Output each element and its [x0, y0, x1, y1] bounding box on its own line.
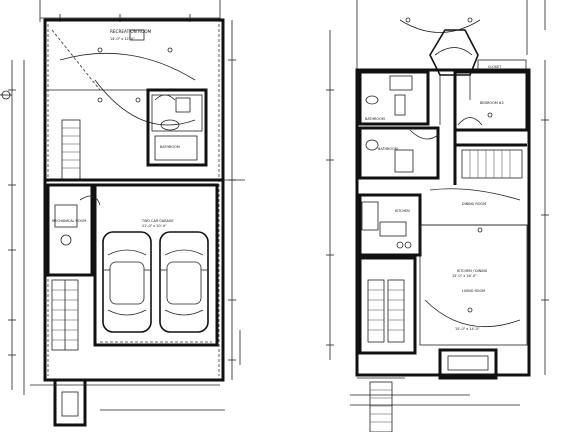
kitchen-dining-size: 15'-0" x 16'-0"	[452, 274, 477, 278]
recreation-room: RECREATION ROOM 14'-0" x 12'-0"	[45, 29, 196, 126]
upper-exterior-walls	[326, 30, 549, 377]
fireplace	[438, 348, 498, 380]
mechanical-room-label: MECHANICAL ROOM	[52, 219, 86, 223]
bathroom-a: BATHROOM	[358, 70, 430, 126]
living-room-size: 15'-0" x 14'-0"	[455, 327, 480, 331]
lower-bath-label: BATHROOM	[160, 145, 180, 149]
car-left	[102, 231, 152, 333]
lower-level-plan: RECREATION ROOM 14'-0" x 12'-0" BATHROOM	[0, 0, 245, 427]
upper-center-stair	[399, 17, 481, 125]
upper-right-stair	[453, 130, 527, 185]
living-room-label: LIVING ROOM	[462, 289, 485, 293]
car-right	[159, 231, 209, 333]
dining-room: DINING ROOM	[420, 188, 527, 233]
kitchen-label: KITCHEN	[395, 209, 410, 213]
garage-label: TWO CAR GARAGE	[141, 219, 174, 223]
dining-room-label: DINING ROOM	[462, 202, 486, 206]
lower-left-dimensions	[0, 60, 25, 395]
recreation-room-label: RECREATION ROOM	[110, 29, 152, 34]
upper-top-outline	[356, 0, 546, 70]
recreation-room-size: 14'-0" x 12'-0"	[110, 37, 135, 41]
bathroom-a-label: BATHROOM	[365, 117, 385, 121]
lower-left-stair	[61, 119, 81, 181]
mechanical-room: MECHANICAL ROOM	[46, 183, 101, 277]
entry-steps	[350, 377, 520, 432]
garage: TWO CAR GARAGE 21'-0" x 20'-0"	[93, 183, 219, 347]
bedroom-2-label: BEDROOM #2	[480, 101, 504, 105]
garage-size: 21'-0" x 20'-0"	[142, 224, 167, 228]
upper-lower-stair	[358, 256, 417, 355]
living-room: KITCHEN / DINING 15'-0" x 16'-0" LIVING …	[419, 224, 528, 346]
lower-right-dimensions	[228, 20, 241, 380]
lower-bottom-stair	[51, 279, 79, 351]
lower-bath-block: BATHROOM	[146, 88, 208, 167]
bedroom-2: BEDROOM #2	[453, 70, 529, 132]
kitchen-dining-label: KITCHEN / DINING	[457, 269, 488, 273]
upper-level-plan: CLOSET BEDROOM #2 BATHROOM	[326, 0, 549, 432]
bathroom-b: BATHROOM	[358, 126, 440, 180]
bathroom-b-label: BATHROOM	[378, 147, 398, 151]
kitchen: KITCHEN	[358, 193, 422, 257]
lower-top-dimensions	[39, 0, 221, 22]
closet-label: CLOSET	[488, 65, 502, 69]
